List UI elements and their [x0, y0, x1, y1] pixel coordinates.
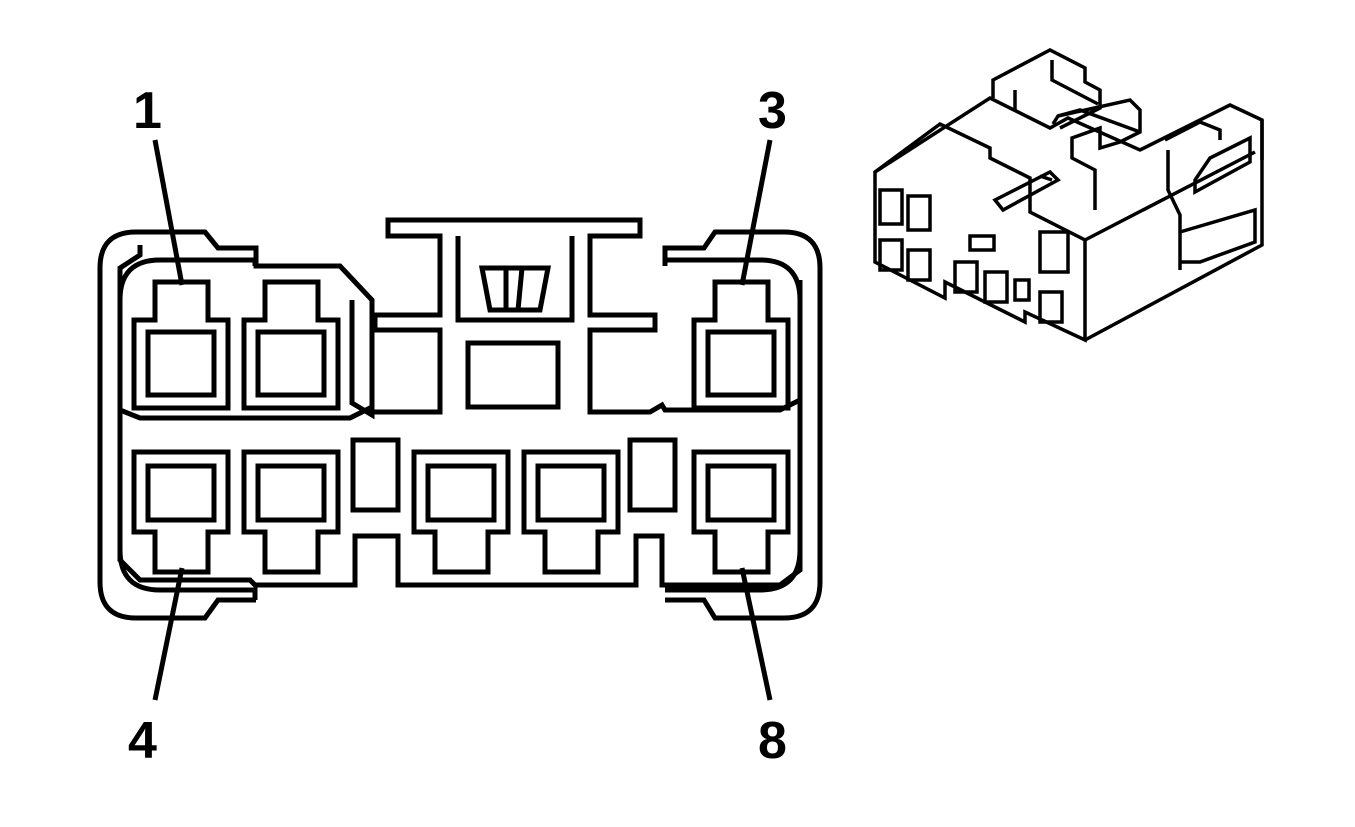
cavity-pin-2: [241, 279, 341, 411]
leader-line-pin-8: [739, 567, 773, 701]
housing-inner-wall: [117, 257, 258, 600]
connector-isometric-view: [873, 48, 1264, 343]
iso-key-slot: [968, 234, 996, 252]
cavity-pin-7: [521, 449, 621, 575]
cavity-pin-1: [131, 279, 231, 411]
leader-line-pin-1: [152, 139, 185, 286]
iso-center-latch: [1051, 98, 1142, 210]
iso-front-face: [873, 121, 1087, 343]
iso-cavity-2: [906, 194, 932, 232]
pin-label-1: 1: [133, 82, 162, 140]
pin-label-3: 3: [758, 82, 787, 140]
iso-cavities: [878, 188, 1070, 324]
iso-right-side: [1084, 120, 1264, 342]
iso-top-latch: [991, 48, 1102, 130]
cavity-pin-5: [241, 449, 341, 575]
cavity-pin-8: [691, 449, 791, 575]
latch-window: [465, 340, 561, 410]
iso-cavity-5: [906, 248, 932, 282]
leader-line-pin-3: [739, 139, 773, 286]
iso-key-slot-2: [1013, 278, 1031, 302]
iso-cavity-3: [1038, 230, 1070, 274]
connector-face-view: 1 3 4 8: [97, 82, 823, 770]
pin-label-8: 8: [758, 712, 787, 770]
housing-outer-right: [662, 229, 823, 621]
iso-side-window-top: [1193, 135, 1252, 195]
housing-inner-wall-right: [665, 257, 803, 593]
iso-side-rail: [1164, 120, 1222, 270]
latch-tab: [455, 236, 575, 323]
iso-cavity-1: [878, 188, 904, 226]
iso-cavity-6: [953, 260, 979, 294]
cavity-row-top: [131, 279, 791, 411]
iso-slot: [992, 169, 1061, 213]
iso-cavity-8: [1038, 290, 1064, 324]
key-slot-left: [350, 437, 401, 513]
iso-cavity-7: [983, 270, 1009, 304]
center-latch: [455, 236, 575, 410]
cavity-row-bottom: [131, 449, 791, 575]
iso-cavity-4: [878, 238, 904, 272]
leader-line-pin-4: [152, 567, 185, 701]
connector-face-outline: [117, 217, 803, 588]
housing-outer-shell: [97, 229, 375, 621]
cavity-pin-6: [411, 449, 511, 575]
cavity-pin-3: [691, 279, 791, 411]
key-slot-right: [627, 437, 678, 513]
pin-label-4: 4: [128, 712, 157, 770]
cavity-pin-4: [131, 449, 231, 575]
iso-side-window-bottom: [1179, 207, 1257, 264]
